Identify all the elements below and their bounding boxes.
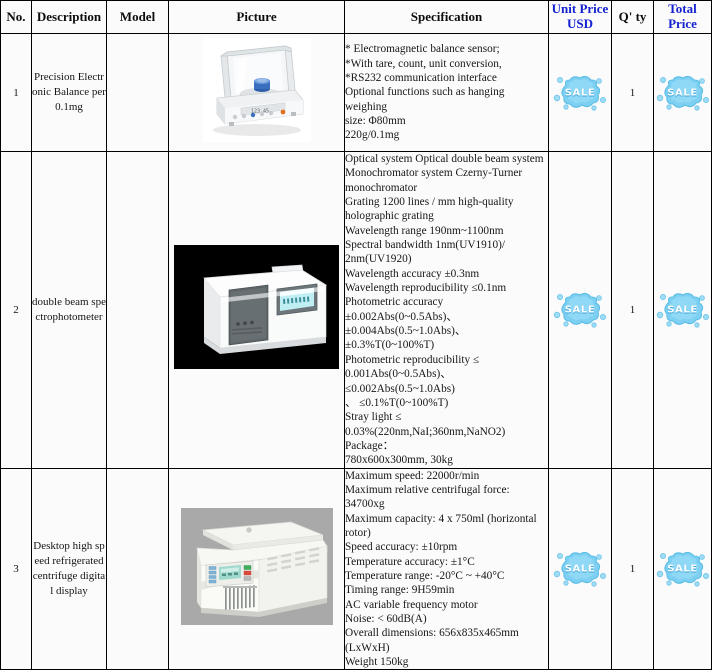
header-no: No. — [0, 0, 32, 34]
row-number: 1 — [0, 33, 32, 152]
row-unit-price: SALE — [548, 151, 612, 469]
header-picture: Picture — [168, 0, 345, 34]
row-qty: 1 — [611, 33, 654, 152]
row-number: 2 — [0, 151, 32, 469]
row-model — [106, 151, 169, 469]
header-total-price-line2: Price — [668, 16, 697, 31]
table-header-row: No. Description Model Picture Specificat… — [0, 0, 712, 34]
header-unit-price-line1: Unit Price — [551, 1, 609, 17]
row-total-price: SALE — [653, 33, 712, 152]
double-beam-spectrophotometer-image — [174, 245, 339, 370]
row-picture — [168, 151, 345, 469]
sale-badge: SALE — [553, 548, 607, 590]
row-picture: 123.45 — [168, 33, 345, 152]
header-qty: Q' ty — [611, 0, 654, 34]
row-unit-price: SALE — [548, 467, 612, 670]
table-row: 3 Desktop high speed refrigerated centri… — [0, 467, 712, 670]
table-row: 2 double beam spectrophotometer — [0, 151, 712, 469]
row-picture — [168, 467, 345, 670]
row-unit-price: SALE — [548, 33, 612, 152]
row-specification: Maximum speed: 22000r/min Maximum relati… — [344, 467, 549, 670]
sale-badge: SALE — [656, 548, 710, 590]
row-qty: 1 — [611, 151, 654, 469]
header-unit-price-line2: USD — [566, 16, 593, 31]
row-specification: Optical system Optical double beam syste… — [344, 151, 549, 469]
header-total-price-line1: Total — [668, 1, 697, 17]
svg-text:123.45: 123.45 — [251, 109, 269, 115]
row-description: double beam spectrophotometer — [31, 151, 107, 469]
row-total-price: SALE — [653, 151, 712, 469]
row-specification: * Electromagnetic balance sensor; *With … — [344, 33, 549, 152]
row-total-price: SALE — [653, 467, 712, 670]
row-qty: 1 — [611, 467, 654, 670]
row-description: Precision Electronic Balance per 0.1mg — [31, 33, 107, 152]
header-description: Description — [31, 0, 107, 34]
sale-badge: SALE — [656, 72, 710, 114]
header-model: Model — [106, 0, 169, 34]
table-row: 1 Precision Electronic Balance per 0.1mg — [0, 33, 712, 152]
row-model — [106, 33, 169, 152]
precision-electronic-balance-image: 123.45 — [202, 38, 311, 142]
sale-badge: SALE — [656, 289, 710, 331]
row-model — [106, 467, 169, 670]
refrigerated-centrifuge-image — [180, 507, 333, 625]
sale-badge: SALE — [553, 289, 607, 331]
row-number: 3 — [0, 467, 32, 670]
header-specification: Specification — [344, 0, 549, 34]
header-unit-price: Unit Price USD — [548, 0, 612, 34]
sale-badge: SALE — [553, 72, 607, 114]
row-description: Desktop high speed refrigerated centrifu… — [31, 467, 107, 670]
header-total-price: Total Price — [653, 0, 712, 34]
